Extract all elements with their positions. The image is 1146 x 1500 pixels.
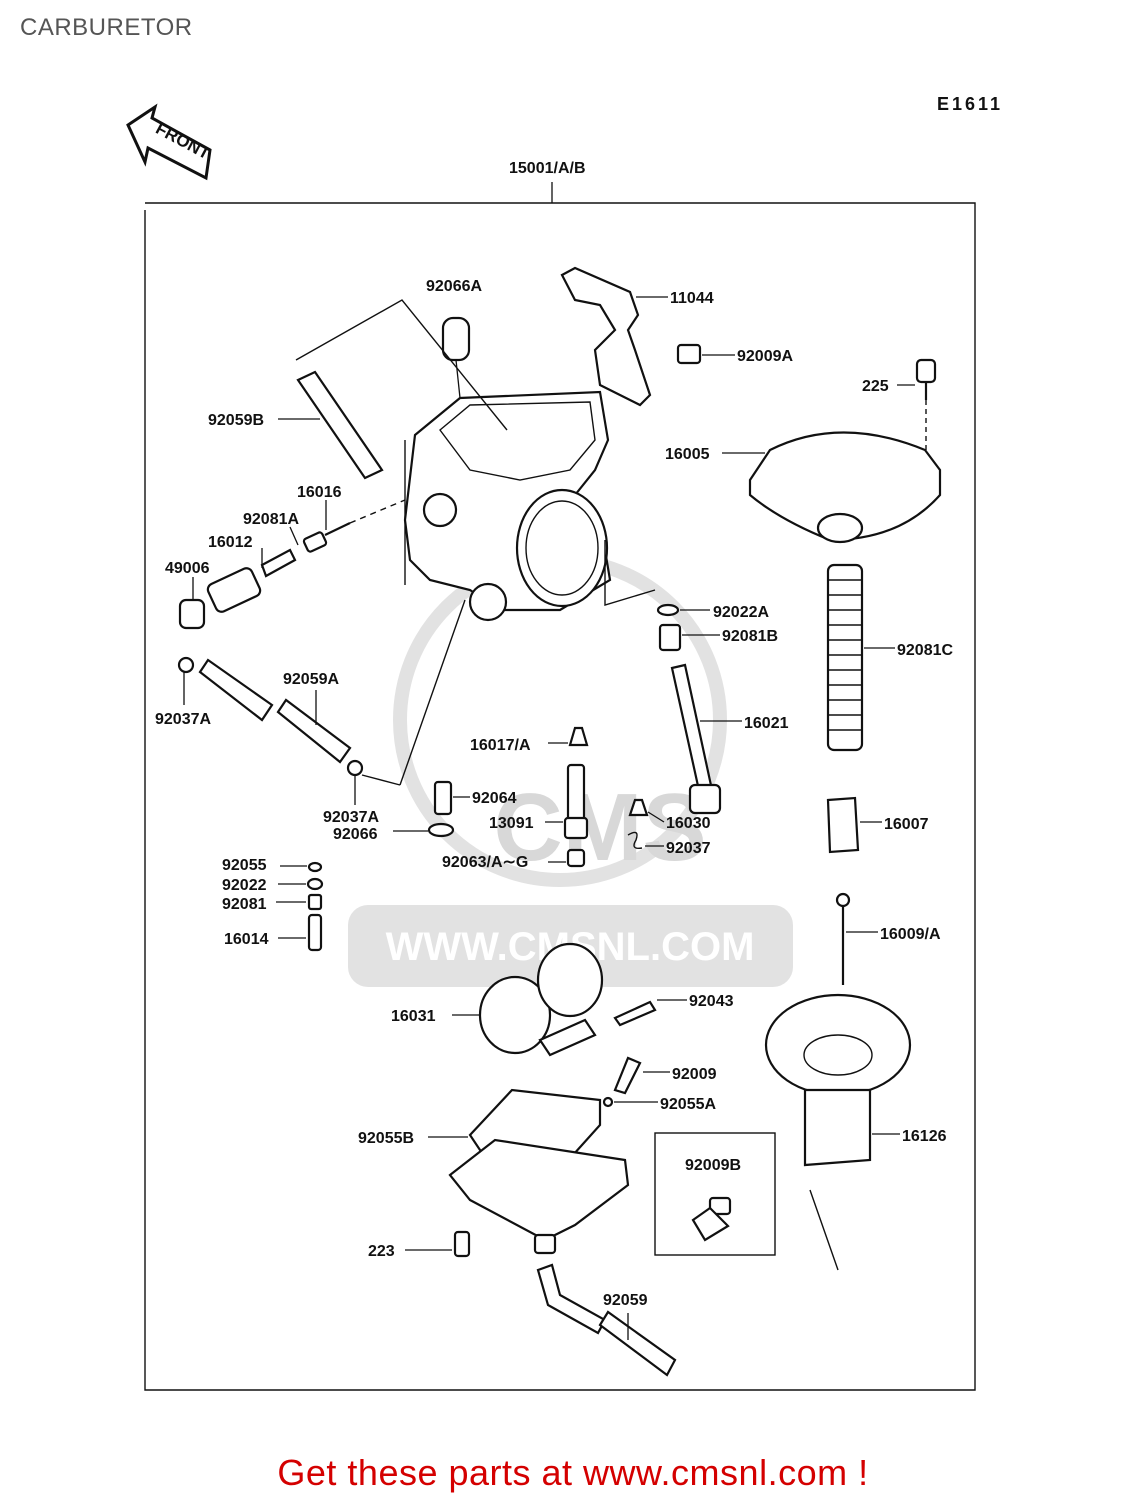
label-223: 223 [368, 1243, 395, 1260]
tube-92059 [536, 1263, 677, 1377]
label-16031: 16031 [391, 1008, 436, 1025]
label-92081C: 92081C [897, 642, 953, 659]
needle-valve-16030 [627, 798, 665, 850]
label-92064: 92064 [472, 790, 517, 807]
label-92055A: 92055A [660, 1096, 716, 1113]
piston-16126 [764, 993, 912, 1271]
label-92037A-left: 92037A [155, 711, 211, 728]
footer-link[interactable]: Get these parts at www.cmsnl.com ! [277, 1452, 869, 1493]
label-92063AG: 92063/A∼G [442, 854, 528, 871]
label-92009A: 92009A [737, 348, 793, 365]
label-92081: 92081 [222, 896, 267, 913]
label-92009: 92009 [672, 1066, 717, 1083]
page-title: CARBURETOR [20, 14, 193, 41]
label-92066: 92066 [333, 826, 378, 843]
cover-16005 [722, 431, 942, 544]
label-92022A: 92022A [713, 604, 769, 621]
label-92081B: 92081B [722, 628, 778, 645]
carburetor-body [403, 390, 612, 622]
label-16016: 16016 [297, 484, 342, 501]
label-92055B: 92055B [358, 1130, 414, 1147]
cap-92066A [441, 316, 471, 399]
label-225: 225 [862, 378, 889, 395]
label-92022: 92022 [222, 877, 267, 894]
label-16030: 16030 [666, 815, 711, 832]
pilot-screw-assembly [178, 499, 406, 630]
label-92055: 92055 [222, 857, 267, 874]
screw-92009A [676, 343, 735, 365]
label-16126: 16126 [902, 1128, 947, 1145]
inset-92009B [654, 1132, 776, 1256]
label-16014: 16014 [224, 931, 269, 948]
label-16005: 16005 [665, 446, 710, 463]
diagram-code: E1611 [937, 94, 1004, 114]
label-92059: 92059 [603, 1292, 648, 1309]
bracket-11044 [560, 266, 668, 407]
float-16031 [452, 942, 687, 1057]
pilot-jet-stack [276, 861, 324, 952]
float-bowl [405, 1088, 630, 1258]
label-92059B: 92059B [208, 412, 264, 429]
drain-screw-92009 [602, 1056, 670, 1108]
spring-92081C [826, 563, 895, 752]
label-92043: 92043 [689, 993, 734, 1010]
watermark-logo: CMS [493, 774, 706, 881]
label-92066A: 92066A [426, 278, 482, 295]
tube-92059B [278, 299, 508, 480]
needle-jet-assembly [604, 540, 742, 815]
label-16009A: 16009/A [880, 926, 941, 943]
label-11044: 11044 [670, 290, 714, 307]
label-49006: 49006 [165, 560, 210, 577]
label-92037: 92037 [666, 840, 711, 857]
main-jet-assembly [545, 726, 589, 868]
holder-16007 [826, 796, 882, 854]
label-16007: 16007 [884, 816, 929, 833]
label-16017A: 16017/A [470, 737, 531, 754]
label-92037A-right: 92037A [323, 809, 379, 826]
label-13091: 13091 [489, 815, 534, 832]
label-92009B: 92009B [685, 1157, 741, 1174]
label-92081A: 92081A [243, 511, 299, 528]
front-arrow-icon: FRONT [126, 103, 214, 181]
assembly-label: 15001/A/B [509, 160, 586, 177]
tubes-92059A [177, 599, 466, 805]
label-16021: 16021 [744, 715, 789, 732]
jet-needle-16009A [835, 892, 878, 985]
label-16012: 16012 [208, 534, 253, 551]
air-jet-92064 [393, 780, 470, 838]
label-92059A: 92059A [283, 671, 339, 688]
assembly-frame [144, 182, 976, 1391]
